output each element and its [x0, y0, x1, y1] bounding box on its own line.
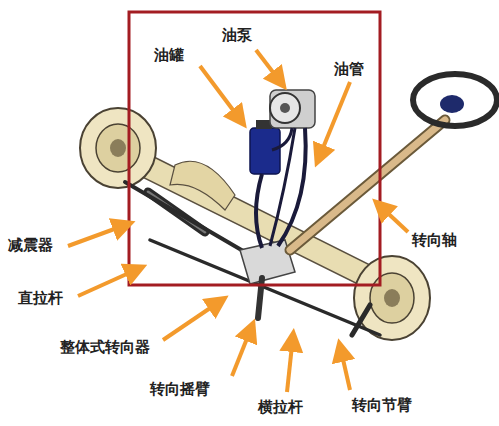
part-label: 减震器	[8, 236, 53, 254]
part-label: 转向摇臂	[150, 380, 210, 398]
part-label: 转向节臂	[352, 396, 412, 414]
part-label: 整体式转向器	[60, 338, 150, 356]
part-label: 横拉杆	[258, 398, 303, 416]
part-label: 直拉杆	[18, 289, 63, 307]
part-label: 油管	[334, 60, 364, 78]
part-label: 油罐	[154, 46, 184, 64]
part-label: 转向轴	[412, 231, 457, 249]
part-label: 油泵	[222, 26, 252, 44]
